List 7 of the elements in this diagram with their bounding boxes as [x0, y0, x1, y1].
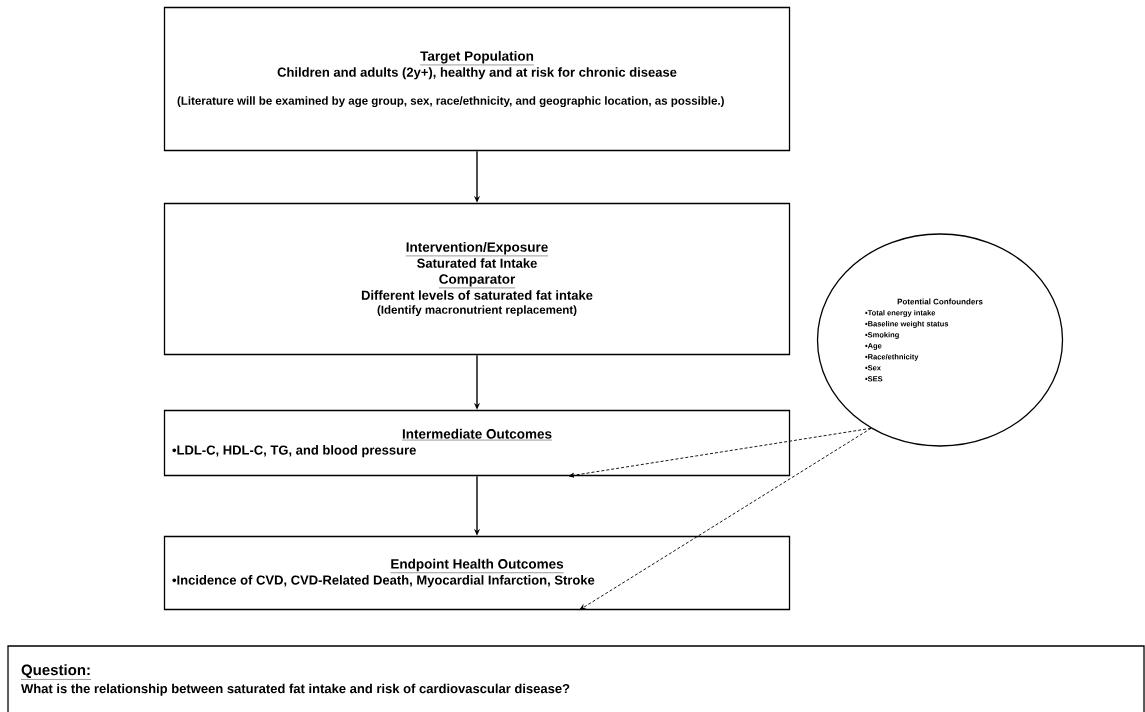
- arrow: [579, 427, 872, 610]
- process-box: Intermediate Outcomes •LDL-C, HDL-C, TG, and blood pressure: [163, 409, 791, 477]
- process-box: Target Population Children and adults (2y+), healthy and at risk for chronic disease (Literature will be examined by age group, sex, race/ethnicity, and geographic location, as possible.): [163, 6, 791, 152]
- process-box: Endpoint Health Outcomes •Incidence of CVD, CVD-Related Death, Myocardial Infarction, Stroke: [163, 535, 791, 611]
- process-box: Intervention/Exposure Saturated fat Intake Comparator Different levels of saturated fat intake (Identify macronutrient replacement): [163, 202, 791, 356]
- arrow: [568, 427, 872, 478]
- question-box: Question: What is the relationship between saturated fat intake and risk of cardiovascular disease?: [7, 645, 1145, 712]
